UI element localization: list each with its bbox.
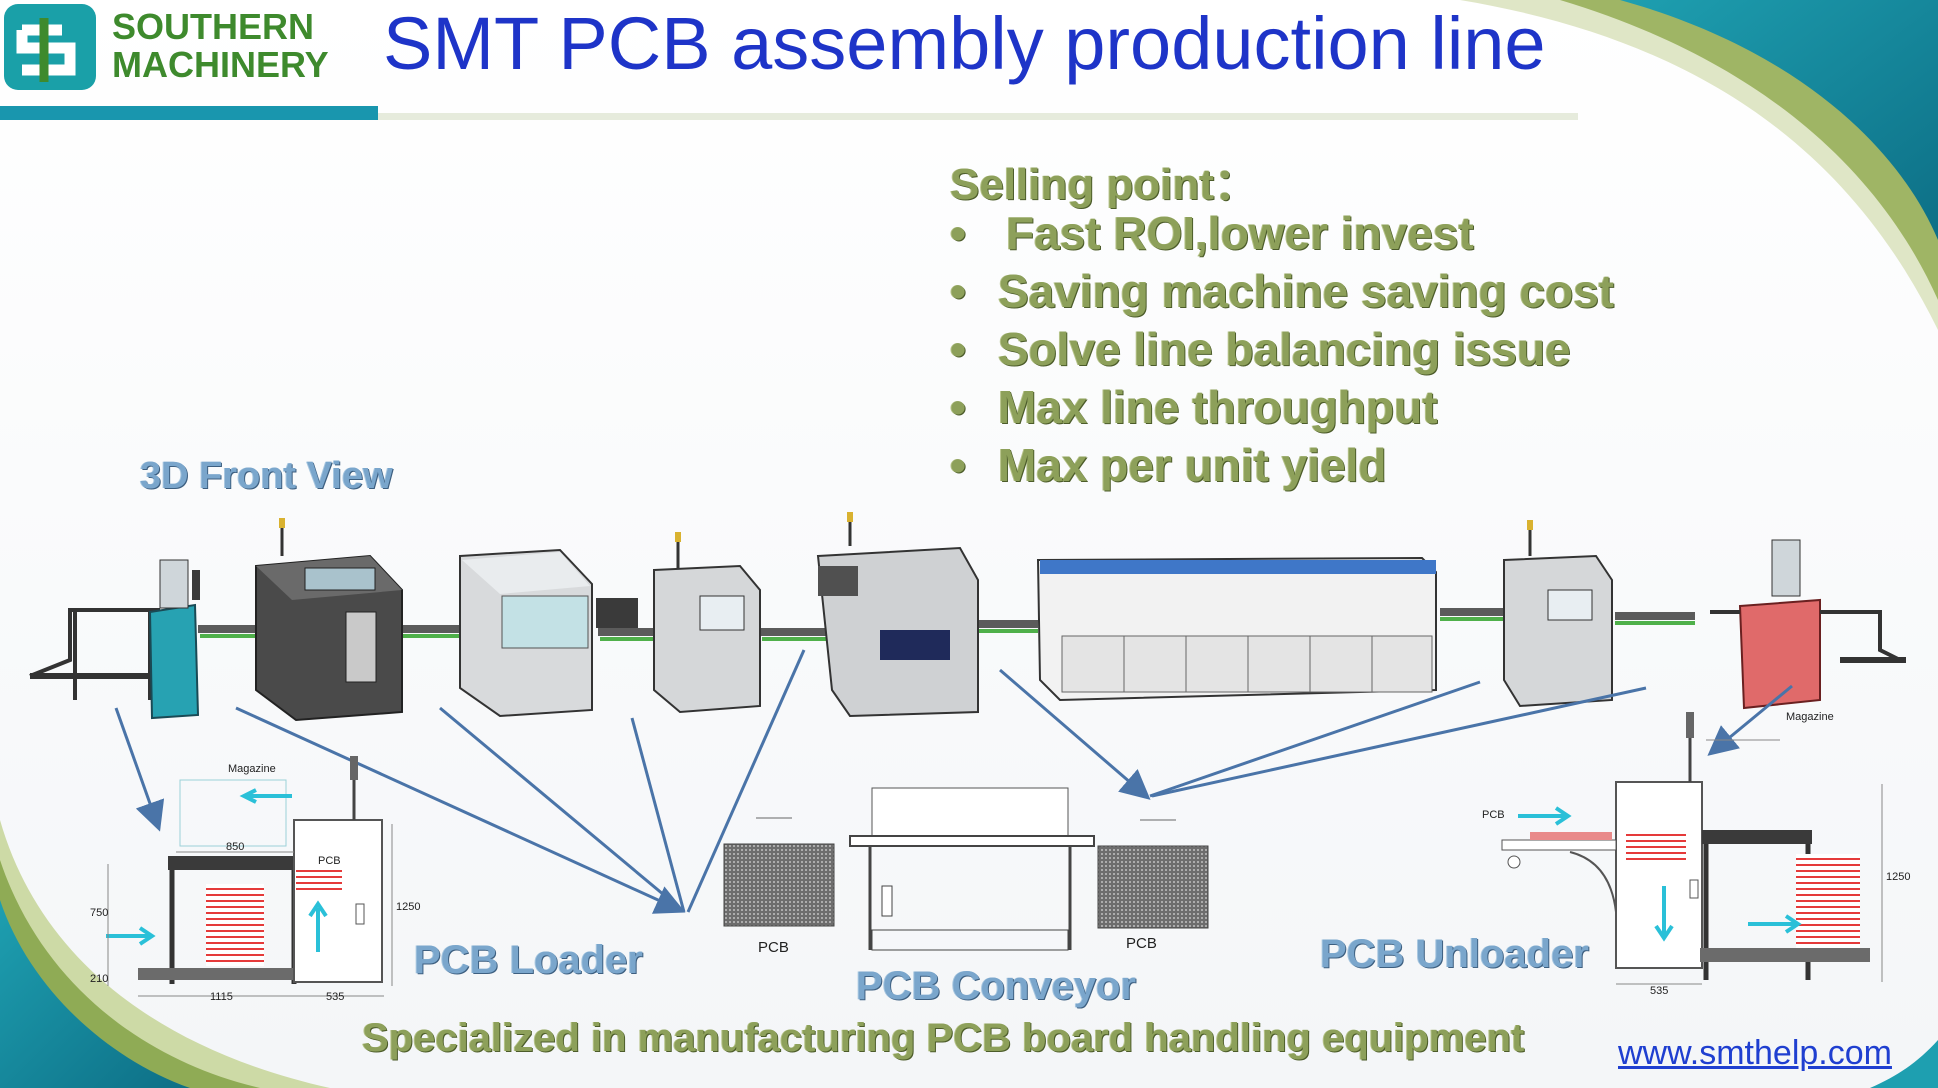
conveyor-technical-drawing: PCB PCB [723,787,1209,956]
selling-point-text: Saving machine saving cost [998,265,1615,317]
pointer-arrows [114,649,1793,914]
loader-dim-535: 535 [326,991,344,1003]
loader-dim-1250: 1250 [396,901,420,913]
selling-point-item: • Fast ROI,lower invest [950,206,1474,260]
unloader-dim-535: 535 [1650,985,1668,997]
loader-pcb-text: PCB [318,855,341,867]
loader-dim-850: 850 [226,841,244,853]
screen-printer-machine [255,518,403,722]
unloader-pcb-text: PCB [1482,809,1505,821]
unloader-machine: Magazine [1710,539,1906,723]
inspection-machine-1 [653,532,761,714]
selling-point-item: • Max line throughput [950,380,1438,434]
unloader-dim-1250: 1250 [1886,871,1910,883]
selling-point-text: Solve line balancing issue [998,323,1571,375]
website-link[interactable]: www.smthelp.com [1618,1034,1892,1072]
bullet: • [950,265,967,317]
front-view-label: 3D Front View [140,455,393,497]
selling-point-item: • Max per unit yield [950,438,1387,492]
brand-name: SOUTHERN MACHINERY [112,8,352,84]
pcb-loader-label: PCB Loader [414,938,643,982]
loader-dim-750: 750 [90,907,108,919]
bullet: • [950,207,967,259]
page-title: SMT PCB assembly production line [383,2,1546,85]
selling-point-text: Max per unit yield [998,439,1387,491]
bullet: • [950,323,967,375]
selling-point-heading: Selling point： [950,160,1258,209]
bullet: • [950,381,967,433]
conveyor-segments [198,608,1695,641]
loader-magazine-text: Magazine [228,763,276,775]
pick-and-place-machine-1 [459,548,638,718]
selling-point-text: Max line throughput [998,381,1438,433]
tagline: Specialized in manufacturing PCB board h… [362,1016,1525,1060]
loader-machine [29,559,200,720]
brand-name-line2: MACHINERY [112,44,329,85]
loader-dim-1115: 1115 [210,991,233,1003]
pcb-unloader-label: PCB Unloader [1320,932,1589,976]
selling-point-item: • Solve line balancing issue [950,322,1571,376]
corner-swoosh-top-right [1460,0,1938,330]
reflow-oven-machine [1036,556,1437,702]
selling-point-text: Fast ROI,lower invest [1006,207,1474,259]
unloader-technical-drawing: PCB 535 1250 [1482,712,1910,997]
pcb-conveyor-label: PCB Conveyor [856,964,1137,1008]
selling-point-item: • Saving machine saving cost [950,264,1614,318]
corner-swoosh-bottom-right [1870,1040,1938,1088]
loader-technical-drawing: Magazine PCB 850 750 210 1115 535 1250 [90,756,420,1003]
brand-name-line1: SOUTHERN [112,6,315,47]
unloader-magazine-mini-text: Magazine [1786,711,1834,723]
conveyor-pcb-left-text: PCB [758,939,789,956]
corner-swoosh-bottom-left [0,820,330,1088]
bullet: • [950,439,967,491]
loader-dim-210: 210 [90,973,108,985]
logo-mark [4,4,96,90]
inspection-machine-2 [1503,520,1613,708]
production-line-illustration: Magazine [29,512,1906,723]
conveyor-pcb-right-text: PCB [1126,935,1157,952]
pick-and-place-machine-2 [816,512,979,718]
